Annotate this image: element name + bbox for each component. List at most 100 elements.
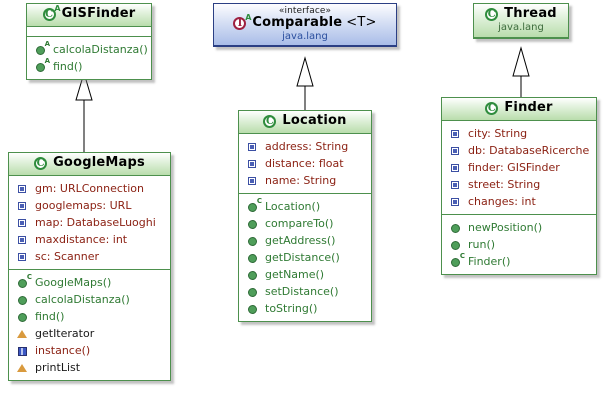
class-header-gisfinder: C A GISFinder [27,4,151,27]
class-icon: C [485,7,500,22]
class-box-thread[interactable]: C Thread java.lang [473,3,569,40]
method-row[interactable]: find() [9,308,170,325]
method-public-icon [247,286,259,298]
attribute-row[interactable]: maxdistance: int [9,231,170,248]
attribute-label: map: DatabaseLuoghi [35,216,156,229]
attribute-label: gm: URLConnection [35,182,144,195]
class-icon: C [485,101,500,116]
blue-square-icon [17,345,29,357]
attribute-row[interactable]: changes: int [442,193,596,210]
class-header-finder: C Finder [442,98,596,121]
attribute-row[interactable]: address: String [239,138,371,155]
class-name-googlemaps: GoogleMaps [53,155,145,171]
attribute-private-icon [450,145,462,157]
attribute-label: maxdistance: int [35,233,128,246]
interface-abstract-icon: I A [233,14,251,31]
class-icon: C [34,156,49,171]
method-public-icon [247,218,259,230]
method-label: calcolaDistanza() [35,293,130,306]
attribute-private-icon [450,162,462,174]
attribute-row[interactable]: map: DatabaseLuoghi [9,214,170,231]
attribute-row[interactable]: googlemaps: URL [9,197,170,214]
method-row[interactable]: newPosition() [442,219,596,236]
attribute-row[interactable]: name: String [239,172,371,189]
method-row[interactable]: getAddress() [239,232,371,249]
method-row[interactable]: run() [442,236,596,253]
method-label: toString() [265,302,318,315]
class-icon: C [263,114,278,129]
method-row[interactable]: A find() [27,57,151,75]
interface-name-comparable: Comparable [252,15,343,31]
stereotype-label: «interface» [278,6,332,16]
class-name-finder: Finder [504,100,553,116]
attribute-row[interactable]: db: DatabaseRicerche [442,142,596,159]
method-abstract-icon: A [35,57,50,73]
method-abstract-icon: A [35,40,50,56]
attribute-label: sc: Scanner [35,250,99,263]
attribute-private-icon [450,128,462,140]
attribute-label: googlemaps: URL [35,199,132,212]
method-label: calcolaDistanza() [53,43,148,56]
method-label: Location() [265,200,321,213]
attribute-private-icon [17,217,29,229]
attribute-row[interactable]: gm: URLConnection [9,180,170,197]
class-box-finder[interactable]: C Finder city: String db: DatabaseRicerc… [441,97,597,275]
attribute-label: finder: GISFinder [468,161,560,174]
attributes-compartment-location: address: String distance: float name: St… [239,134,371,194]
attribute-row[interactable]: city: String [442,125,596,142]
attributes-compartment-gisfinder [27,27,151,37]
attributes-compartment-googlemaps: gm: URLConnection googlemaps: URL map: D… [9,176,170,270]
attribute-label: city: String [468,127,528,140]
methods-compartment-googlemaps: C GoogleMaps() calcolaDistanza() find() … [9,270,170,380]
method-label: find() [35,310,65,323]
method-label: getDistance() [265,251,340,264]
method-row[interactable]: getDistance() [239,249,371,266]
class-box-googlemaps[interactable]: C GoogleMaps gm: URLConnection googlemap… [8,152,171,381]
method-row[interactable]: setDistance() [239,283,371,300]
method-public-icon [17,294,29,306]
method-row[interactable]: instance() [9,342,170,359]
method-row[interactable]: getName() [239,266,371,283]
method-label: find() [53,60,83,73]
attribute-row[interactable]: finder: GISFinder [442,159,596,176]
package-label: java.lang [282,31,328,43]
method-public-icon [247,303,259,315]
attribute-label: changes: int [468,195,536,208]
method-constructor-icon: C [247,197,262,213]
method-row[interactable]: C Finder() [442,252,596,270]
method-row[interactable]: C Location() [239,197,371,215]
method-label: newPosition() [468,221,543,234]
package-label: java.lang [498,22,544,33]
triangle-icon [17,328,29,340]
class-name-thread: Thread [504,6,557,22]
method-row[interactable]: C GoogleMaps() [9,273,170,291]
method-label: run() [468,238,496,251]
interface-box-comparable[interactable]: «interface» I A Comparable <T> java.lang [213,3,397,48]
attribute-private-icon [17,251,29,263]
method-label: printList [35,361,81,374]
method-public-icon [450,239,462,251]
attribute-label: street: String [468,178,541,191]
attribute-label: distance: float [265,157,344,170]
attribute-row[interactable]: sc: Scanner [9,248,170,265]
method-row[interactable]: getIterator [9,325,170,342]
attribute-row[interactable]: distance: float [239,155,371,172]
class-box-gisfinder[interactable]: C A GISFinder A calcolaDistanza() A find… [26,3,152,80]
attribute-private-icon [247,141,259,153]
interface-header-comparable: «interface» I A Comparable <T> java.lang [214,4,396,47]
method-constructor-icon: C [450,252,465,268]
method-row[interactable]: calcolaDistanza() [9,291,170,308]
attribute-private-icon [17,200,29,212]
attribute-row[interactable]: street: String [442,176,596,193]
class-header-thread: C Thread java.lang [474,4,568,39]
method-row[interactable]: A calcolaDistanza() [27,40,151,58]
edge-location-comparable [296,56,314,110]
attribute-private-icon [17,234,29,246]
class-abstract-icon: C A [42,5,61,22]
method-public-icon [450,222,462,234]
method-row[interactable]: compareTo() [239,215,371,232]
method-row[interactable]: printList [9,359,170,376]
method-row[interactable]: toString() [239,300,371,317]
method-label: getIterator [35,327,95,340]
class-box-location[interactable]: C Location address: String distance: flo… [238,110,372,322]
